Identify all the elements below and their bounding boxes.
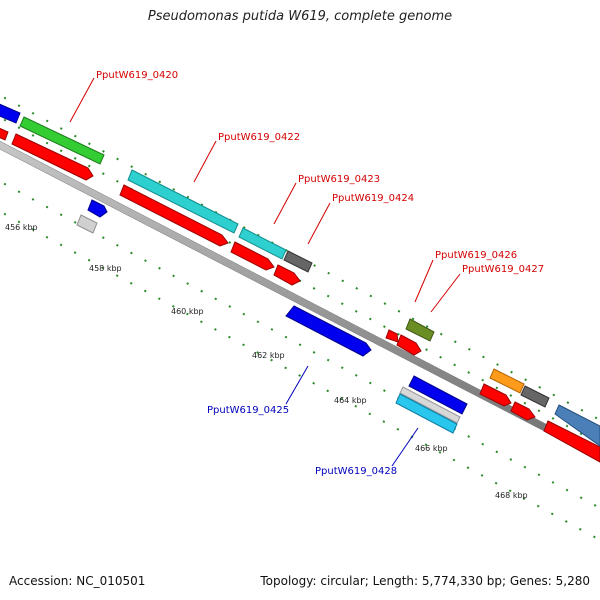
gene-orange-feature[interactable] [489, 368, 525, 394]
gene-0423-feature[interactable] [238, 227, 287, 260]
reverse-strand-features [76, 199, 468, 434]
leader-0423 [273, 182, 297, 225]
leader-0420 [69, 77, 95, 123]
gene-labels: PputW619_0420 PputW619_0422 PputW619_042… [96, 70, 544, 477]
gene-label-0420[interactable]: PputW619_0420 [96, 70, 178, 81]
gene-label-0426[interactable]: PputW619_0426 [435, 250, 517, 261]
gene-0422-feature[interactable] [127, 169, 239, 234]
gene-0428-light-feature[interactable] [399, 386, 461, 424]
accession-text: Accession: NC_010501 [9, 574, 146, 588]
cds-feature-0[interactable] [0, 124, 9, 141]
gene-label-0424[interactable]: PputW619_0424 [332, 193, 414, 204]
genome-backbone [0, 140, 600, 461]
kbp-label-468: 468 kbp [495, 491, 528, 500]
gene-grey-feature[interactable] [520, 385, 550, 408]
genome-title: Pseudomonas putida W619, complete genome [147, 9, 453, 24]
leader-0424 [307, 202, 331, 245]
cds-feature-6[interactable] [396, 334, 422, 356]
kbp-label-466: 466 kbp [415, 444, 448, 453]
cds-feature-3[interactable] [230, 241, 275, 271]
cds-feature-5[interactable] [385, 329, 399, 343]
kbp-label-458: 458 kbp [89, 264, 122, 273]
gene-label-0423[interactable]: PputW619_0423 [298, 174, 380, 185]
gene-small-grey-feature[interactable] [76, 214, 98, 234]
leader-0425 [285, 365, 309, 405]
cds-feature-2[interactable] [119, 184, 229, 247]
kbp-label-456: 456 kbp [5, 223, 38, 232]
leader-0426 [414, 259, 434, 303]
tick-guides [0, 94, 600, 541]
kbp-label-460: 460 kbp [171, 307, 204, 316]
forward-strand-features [0, 100, 600, 447]
gene-0426-feature[interactable] [405, 318, 435, 342]
cds-feature-4[interactable] [273, 264, 301, 286]
gene-label-0422[interactable]: PputW619_0422 [218, 132, 300, 143]
cds-features [0, 124, 600, 463]
gene-0428-blue-feature[interactable] [408, 375, 468, 415]
cds-feature-9[interactable] [543, 420, 600, 463]
gene-label-0427[interactable]: PputW619_0427 [462, 264, 544, 275]
leader-0422 [193, 140, 217, 183]
cds-feature-8[interactable] [510, 401, 536, 421]
gene-edge-blue-feature[interactable] [0, 100, 21, 124]
leader-0427 [430, 273, 461, 313]
cds-feature-1[interactable] [11, 133, 94, 181]
gene-label-0428[interactable]: PputW619_0428 [315, 466, 397, 477]
topology-text: Topology: circular; Length: 5,774,330 bp… [260, 574, 590, 588]
kbp-label-464: 464 kbp [334, 396, 367, 405]
cds-feature-7[interactable] [479, 383, 512, 407]
leader-0428 [391, 427, 419, 467]
label-leaders [69, 77, 461, 467]
kbp-label-462: 462 kbp [252, 351, 285, 360]
guide-line-top [0, 94, 600, 421]
gene-steelblue-feature[interactable] [554, 404, 600, 447]
guide-line-upper-mid [0, 116, 600, 445]
gene-0425-feature[interactable] [285, 305, 372, 357]
gene-0420-feature[interactable] [19, 116, 105, 165]
gene-label-0425[interactable]: PputW619_0425 [207, 405, 289, 416]
gene-0428-cyan-feature[interactable] [395, 393, 458, 434]
kbp-labels: 456 kbp 458 kbp 460 kbp 462 kbp 464 kbp … [5, 223, 528, 500]
gene-0424-feature[interactable] [283, 250, 313, 273]
gene-small-blue-feature[interactable] [87, 199, 108, 218]
